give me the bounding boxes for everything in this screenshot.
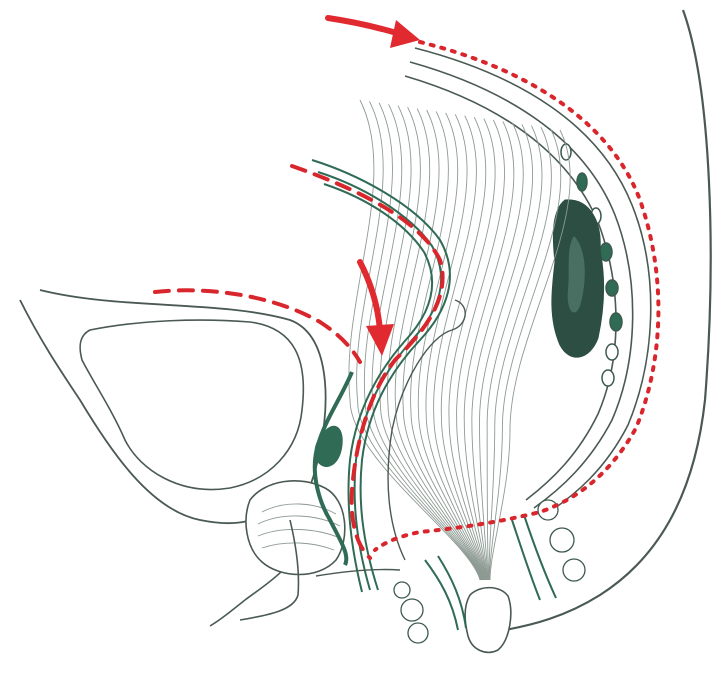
body-contour [505,10,711,630]
bladder-lumen [80,320,303,489]
foramen [606,280,618,296]
foramen [602,370,614,386]
foramen [610,313,622,331]
rectal-wall [388,300,465,560]
mesorectum-fiber [372,104,481,580]
prostate [246,481,345,575]
sphincter-cells-left [394,582,428,643]
mesorectum-fiber [411,111,484,580]
mesorectum-fiber [457,120,505,580]
foramen [606,344,618,360]
arrow-top [328,18,420,48]
bladder [20,290,326,626]
foramen [577,173,587,191]
